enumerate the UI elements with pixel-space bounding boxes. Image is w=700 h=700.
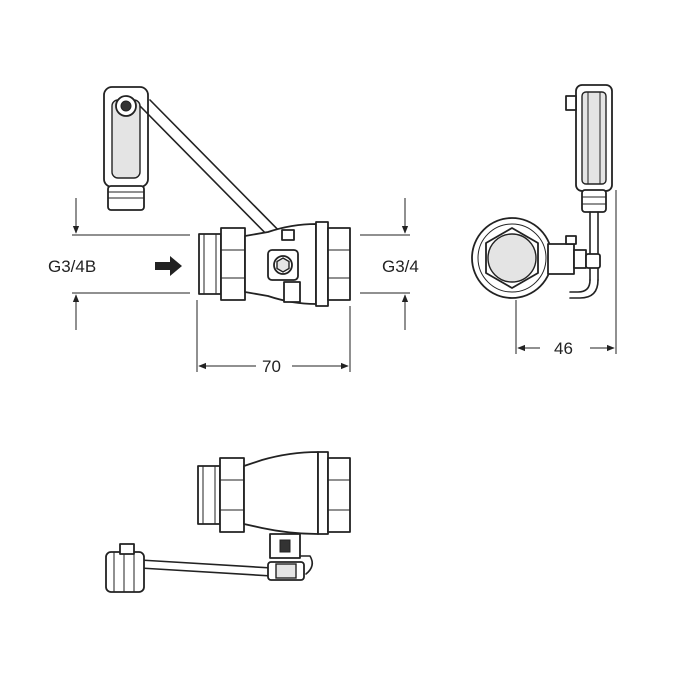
length-dimension — [196, 300, 351, 372]
lever-arm — [139, 99, 295, 253]
inlet-thread-label: G3/4B — [48, 257, 96, 276]
length-dimension-label: 70 — [262, 357, 281, 376]
inlet-tail-piece — [198, 227, 246, 301]
side-view — [471, 84, 613, 299]
outlet-thread-dimension — [360, 198, 410, 330]
outlet-thread-label: G3/4 — [382, 257, 419, 276]
flow-direction-arrow-icon — [155, 256, 182, 276]
front-view — [103, 86, 351, 307]
inlet-thread-dimension — [72, 198, 190, 330]
width-dimension — [515, 190, 617, 354]
top-view — [105, 451, 351, 593]
lever-hub — [267, 249, 299, 281]
lever-grip — [103, 86, 149, 211]
width-dimension-label: 46 — [554, 339, 573, 358]
